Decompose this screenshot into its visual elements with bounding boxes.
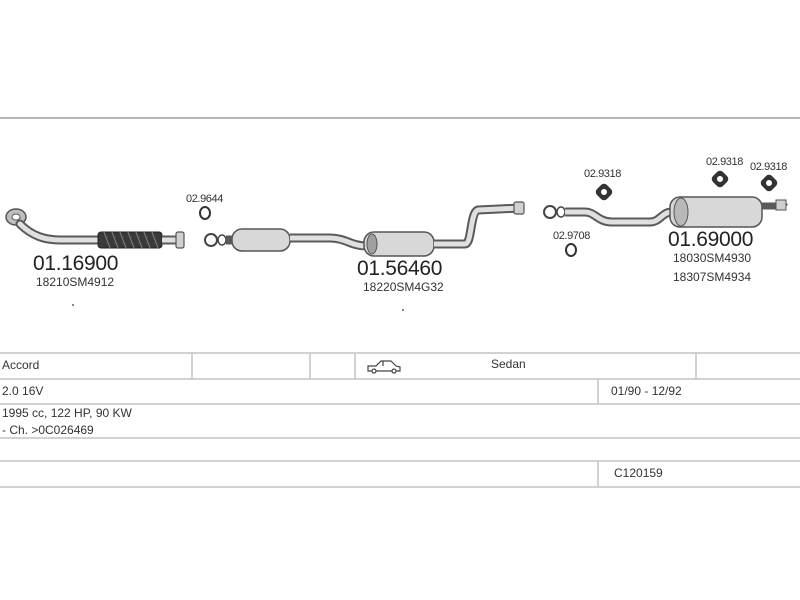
flex-joint-braid <box>103 231 159 249</box>
vehicle-engine: 2.0 16V <box>2 384 44 398</box>
rear-silencer-part <box>543 196 788 228</box>
catalog-code: C120159 <box>614 466 663 480</box>
gasket-02-9644 <box>199 206 211 220</box>
vehicle-model: Accord <box>2 358 40 372</box>
connector-ring <box>204 233 218 247</box>
info-table-grid <box>0 353 800 488</box>
rubber-hanger-3 <box>760 174 778 192</box>
car-icon <box>367 360 401 374</box>
front-pipe-outlet <box>175 231 185 249</box>
rear-inlet-ring <box>543 205 557 219</box>
fitting-label-hanger-2: 02.9318 <box>706 156 743 168</box>
oem-number-rear-silencer-2: 18307SM4934 <box>673 270 752 284</box>
front-pipe-part <box>5 208 185 249</box>
gasket-02-9708 <box>565 243 577 257</box>
fitting-label-hanger-1: 02.9318 <box>584 168 621 180</box>
vehicle-chassis: - Ch. >0C026469 <box>2 423 94 437</box>
part-number-front-pipe: 01.16900 <box>33 252 119 275</box>
center-silencer-front-box <box>231 228 291 252</box>
fitting-label-gasket-front: 02.9644 <box>186 193 223 205</box>
part-number-rear-silencer: 01.69000 <box>668 228 754 251</box>
rubber-hanger-2 <box>711 170 729 188</box>
vehicle-specs: 1995 cc, 122 HP, 90 KW <box>2 406 132 420</box>
vehicle-body: Sedan <box>491 357 526 371</box>
oem-number-center-silencer: 18220SM4G32 <box>363 280 444 294</box>
fitting-label-gasket-rear: 02.9708 <box>553 230 590 242</box>
oem-number-front-pipe: 18210SM4912 <box>36 275 115 289</box>
vehicle-date-range: 01/90 - 12/92 <box>611 384 682 398</box>
rear-silencer-box <box>669 196 763 228</box>
oem-number-rear-silencer: 18030SM4930 <box>673 251 752 265</box>
fitting-label-hanger-3: 02.9318 <box>750 161 787 173</box>
rubber-hanger-1 <box>595 183 613 201</box>
center-silencer-part <box>226 201 525 257</box>
part-number-center-silencer: 01.56460 <box>357 257 443 280</box>
